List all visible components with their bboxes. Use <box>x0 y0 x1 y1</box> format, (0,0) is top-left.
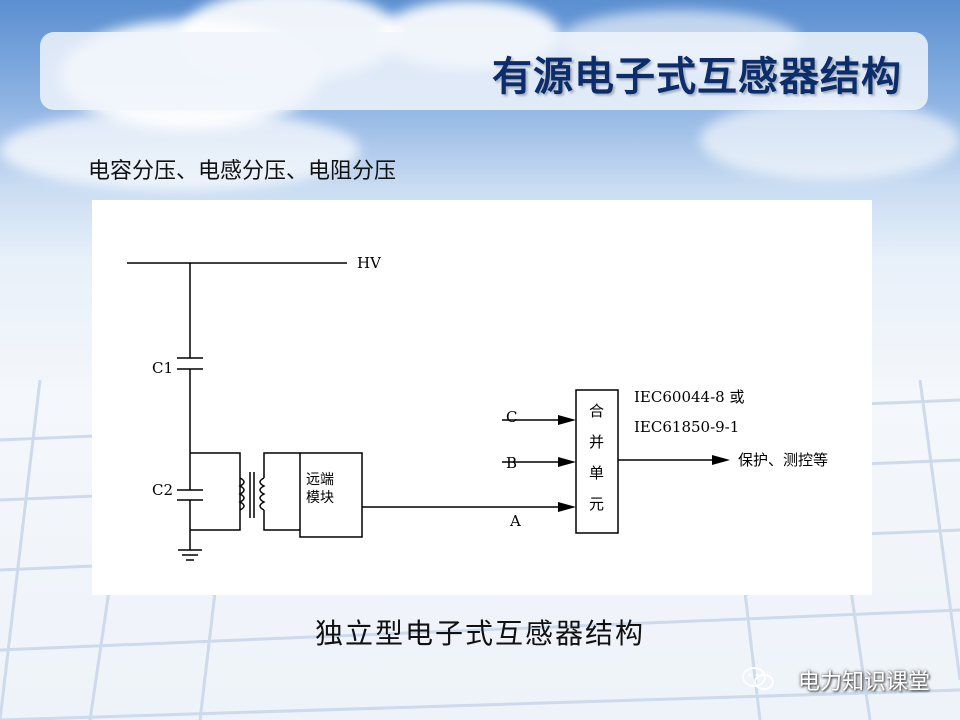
arrow-c <box>558 415 576 425</box>
arrow-a <box>558 502 576 512</box>
cloud-decoration <box>700 100 960 180</box>
remote-module-label: 远端 <box>306 472 334 488</box>
cloud-decoration <box>0 110 360 190</box>
standard-label: IEC60044-8 或 <box>634 388 744 406</box>
c1-label: C1 <box>152 359 173 377</box>
primary-loop <box>190 452 241 531</box>
merging-unit-box <box>575 389 619 534</box>
merging-unit-label: 元 <box>589 495 604 513</box>
arrow-output <box>712 455 730 465</box>
output-label: 保护、测控等 <box>738 451 828 469</box>
circuit-diagram: HV C1 C2 远端 模块 C B A 合 并 单 元 IEC60044-8 … <box>127 254 828 561</box>
diagram-caption: 独立型电子式互感器结构 <box>314 617 645 650</box>
secondary-loop <box>263 452 300 478</box>
merging-unit-label: 单 <box>589 464 604 482</box>
arrow-b <box>558 457 576 467</box>
merging-unit-label: 合 <box>589 402 604 420</box>
watermark-text: 电力知识课堂 <box>797 670 930 695</box>
input-b-label: B <box>506 454 517 472</box>
standard-label: IEC61850-9-1 <box>634 418 739 436</box>
secondary-loop <box>263 510 300 531</box>
secondary-coil <box>259 477 266 511</box>
input-a-label: A <box>509 512 521 530</box>
hv-label: HV <box>357 254 382 272</box>
merging-unit-label: 并 <box>589 433 604 451</box>
input-c-label: C <box>506 408 517 426</box>
remote-module-box <box>299 452 363 538</box>
subtitle: 电容分压、电感分压、电阻分压 <box>88 159 397 184</box>
diagram-panel: HV C1 C2 远端 模块 C B A 合 并 单 元 IEC60044-8 … <box>92 200 872 595</box>
title-bar <box>40 32 928 110</box>
c2-label: C2 <box>152 481 173 499</box>
page-title: 有源电子式互感器结构 <box>492 54 902 100</box>
remote-module-label: 模块 <box>306 490 334 506</box>
primary-coil <box>238 477 245 511</box>
wechat-icon <box>742 667 774 690</box>
